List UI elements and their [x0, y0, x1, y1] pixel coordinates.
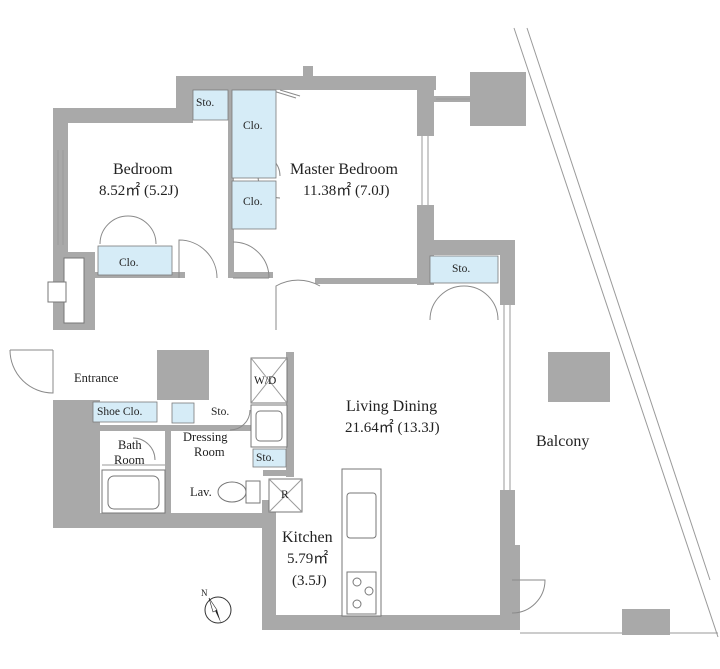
- kitchen-counter: [341, 468, 382, 617]
- refrigerator-label: R: [281, 489, 289, 501]
- kitchen-tatami: (3.5J): [292, 573, 327, 589]
- balcony-outline: [470, 27, 719, 638]
- master-bedroom-name: Master Bedroom: [290, 161, 398, 178]
- toilet: [217, 480, 261, 504]
- kitchen-area: 5.79㎡: [287, 551, 329, 567]
- clo-master-bottom-label: Clo.: [243, 196, 263, 208]
- clo-bedroom-label: Clo.: [119, 257, 139, 269]
- clo-master-top-label: Clo.: [243, 120, 263, 132]
- master-bedroom-area: 11.38㎡ (7.0J): [303, 183, 390, 199]
- bath-line1: Bath: [118, 438, 142, 452]
- bath-line2: Room: [114, 453, 145, 467]
- sto-dressing-label: Sto.: [211, 406, 230, 418]
- kitchen-name: Kitchen: [282, 529, 333, 546]
- sto-dressing-bottom-label: Sto.: [256, 452, 275, 464]
- bedroom-area: 8.52㎡ (5.2J): [99, 183, 179, 199]
- sto-living-label: Sto.: [452, 263, 471, 275]
- refrigerator: [268, 478, 303, 513]
- washer-dryer-label: W/D: [254, 375, 277, 387]
- windows: [57, 98, 511, 490]
- entrance-name: Entrance: [74, 371, 119, 385]
- compass-icon: [204, 596, 232, 624]
- sto-bedroom-top-label: Sto.: [196, 97, 215, 109]
- doors: [9, 89, 546, 614]
- balcony-name: Balcony: [536, 433, 590, 450]
- dressing-line1: Dressing: [183, 430, 228, 444]
- dressing-line2: Room: [194, 445, 225, 459]
- compass-label: N: [201, 588, 208, 598]
- bedroom-name: Bedroom: [113, 161, 173, 178]
- living-dining-name: Living Dining: [346, 398, 438, 415]
- washer-dryer: [250, 357, 288, 448]
- shoe-clo-label: Shoe Clo.: [97, 406, 143, 418]
- storage-blocks: [92, 89, 499, 468]
- entrance-niche: [47, 257, 85, 324]
- living-dining-area: 21.64㎡ (13.3J): [345, 420, 440, 436]
- lav-name: Lav.: [190, 485, 212, 499]
- bath-fixtures: [101, 464, 166, 514]
